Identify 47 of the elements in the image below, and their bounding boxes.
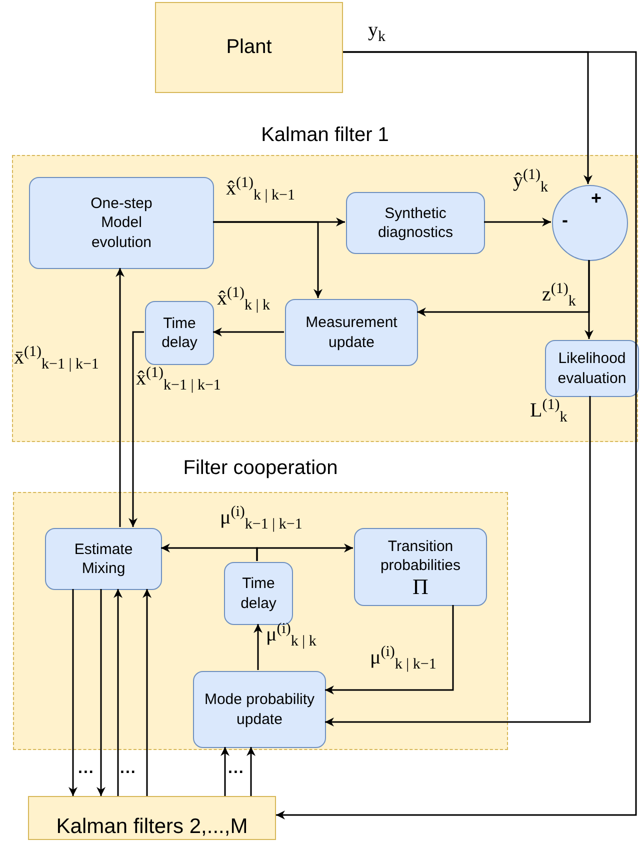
arrow [276,51,637,820]
arrow [325,605,454,694]
process-box [285,299,418,366]
arrow [213,221,322,298]
arrow [256,544,353,561]
plant-box [155,2,343,93]
ellipsis-label: ... [228,760,244,778]
symbol-label: Π [412,576,428,598]
process-box [545,340,639,397]
arrow [128,331,144,527]
process-box [29,177,214,269]
group-heading: Kalman filter 1 [260,124,390,147]
arrow [484,218,551,226]
box-label: Measurement update [304,313,398,352]
box-label: Time delay [160,314,198,352]
box-label: Synthetic diagnostics [376,204,454,242]
ellipsis-label: ... [78,760,94,778]
arrow [213,328,284,336]
plus-sign: + [591,188,602,209]
ellipsis-label: ... [120,760,136,778]
box-label: Plant [226,36,272,59]
arrow [142,589,152,796]
box-label: Estimate Mixing [73,540,134,578]
process-box [145,301,214,365]
box-label: Likelihood evaluation [556,349,628,388]
box-label: Time delay [240,574,278,613]
arrow [246,747,256,796]
arrow [68,589,78,796]
arrow [96,589,106,796]
box-label: Kalman filters 2,...,M [56,815,248,839]
box-label: Mode probability update [203,690,316,729]
process-box [346,192,485,254]
arrow [220,747,230,796]
arrow [114,589,122,796]
process-box [45,528,162,590]
process-box [354,528,487,606]
group-heading: Filter cooperation [182,457,339,480]
arrow [325,396,591,726]
process-box [193,671,326,748]
edge-label: y$_{k}$ [368,20,386,45]
minus-sign: - [562,210,568,231]
arrow [254,624,262,670]
box-label: Transition probabilities [379,536,462,576]
box-label: One-step Model evolution [90,194,154,252]
filter-bank-box [28,796,276,840]
arrow [584,260,594,339]
arrow [116,268,124,527]
